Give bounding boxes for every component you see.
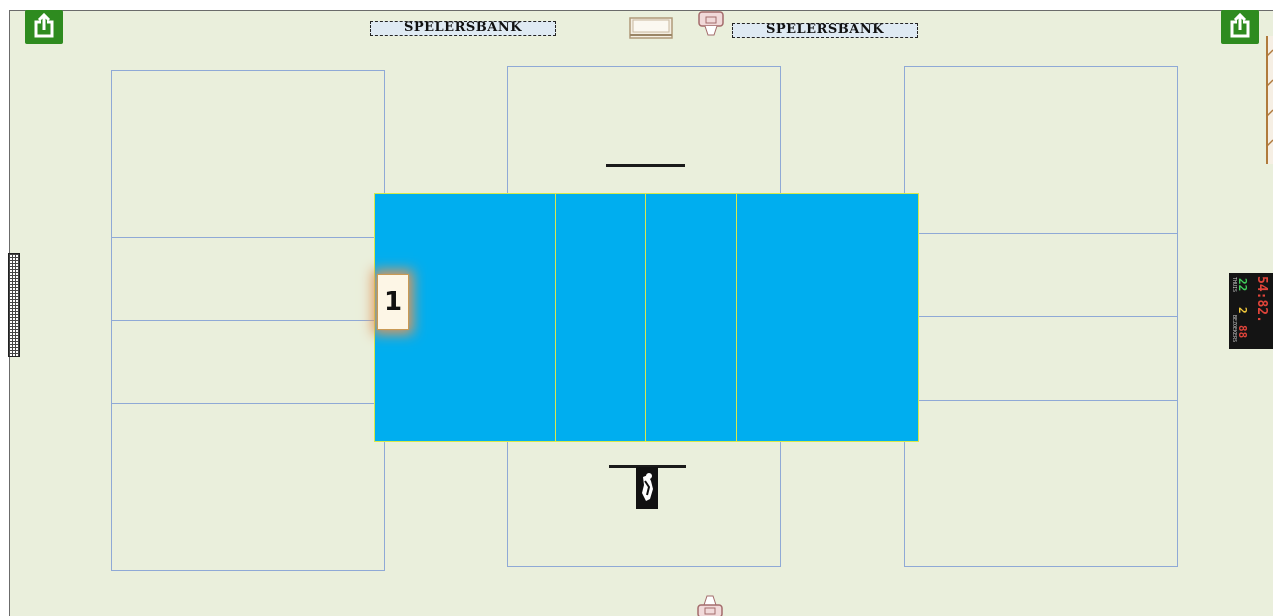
team-bench-right[interactable]: SPELERSBANK [732, 23, 918, 38]
court-right-line [919, 233, 1178, 234]
attack-line-right [736, 194, 737, 441]
scorers-table-icon[interactable] [629, 17, 673, 39]
handball-goal-icon[interactable] [8, 253, 20, 357]
court-right-line [919, 316, 1178, 317]
climbing-wall-icon[interactable] [1266, 36, 1273, 164]
scoreboard-period: 2 [1236, 307, 1249, 314]
export-button-left[interactable] [25, 10, 63, 44]
attack-line-left [555, 194, 556, 441]
scoreboard[interactable]: 54:82. 22 2 88 THUIS BEZOEKERS [1229, 273, 1273, 349]
volleyball-court[interactable] [374, 193, 919, 442]
scoreboard-guest-label: BEZOEKERS [1231, 315, 1237, 342]
referee-figure-icon [636, 467, 658, 509]
court-left-line [111, 403, 374, 404]
scoreboard-home-score: 22 [1236, 278, 1249, 291]
team-bench-left[interactable]: SPELERSBANK [370, 21, 556, 36]
scoreboard-face: 54:82. 22 2 88 THUIS BEZOEKERS [1229, 273, 1273, 349]
referee-icon[interactable] [636, 467, 658, 509]
scoreboard-guest-score: 88 [1236, 325, 1249, 338]
basketball-hoop-icon[interactable] [696, 595, 724, 616]
court-left-line [111, 237, 374, 238]
player-token[interactable]: 1 [377, 274, 409, 330]
top-bar[interactable] [606, 164, 685, 167]
export-button-right[interactable] [1221, 10, 1259, 44]
basketball-hoop-icon[interactable] [697, 11, 725, 37]
scoreboard-home-label: THUIS [1231, 277, 1237, 292]
share-icon [1221, 10, 1259, 44]
share-icon [25, 10, 63, 44]
court-right-line [919, 400, 1178, 401]
court-left-line [111, 320, 374, 321]
scoreboard-time: 54:82. [1254, 276, 1269, 323]
center-line [645, 194, 646, 441]
